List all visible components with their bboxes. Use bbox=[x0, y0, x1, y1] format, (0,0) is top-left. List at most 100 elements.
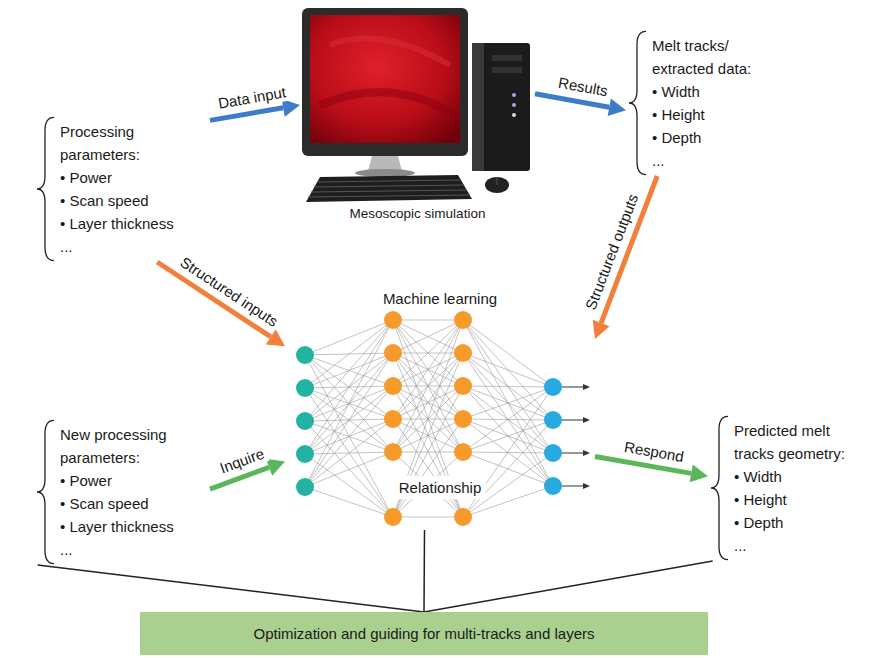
network-link bbox=[305, 320, 393, 421]
network-link bbox=[463, 353, 553, 420]
output-arrowhead bbox=[583, 417, 590, 423]
neuron bbox=[454, 377, 472, 395]
neuron bbox=[296, 346, 314, 364]
prediction-group: Predicted melt tracks geometry:• Width• … bbox=[708, 415, 864, 561]
neural-network bbox=[296, 311, 590, 526]
network-link bbox=[305, 421, 393, 517]
node-heading: Predicted melt tracks geometry: bbox=[734, 419, 864, 465]
network-link bbox=[393, 419, 463, 517]
connector-line bbox=[38, 565, 424, 612]
network-link bbox=[463, 420, 553, 452]
network-link bbox=[393, 320, 463, 321]
node-text: • Width bbox=[734, 465, 864, 488]
node-heading: New processing parameters: bbox=[60, 423, 210, 469]
network-link bbox=[463, 386, 553, 420]
connector-line bbox=[423, 530, 425, 612]
network-link bbox=[393, 320, 463, 419]
neuron bbox=[454, 344, 472, 362]
connector bbox=[535, 94, 626, 116]
output-arrow bbox=[562, 420, 585, 421]
brace-stroke bbox=[37, 117, 54, 260]
node-text: ... bbox=[734, 534, 864, 557]
network-link bbox=[463, 320, 553, 387]
connector bbox=[424, 561, 713, 612]
network-link bbox=[393, 320, 463, 353]
network-link bbox=[393, 320, 463, 419]
node-text: • Layer thickness bbox=[60, 515, 210, 538]
neuron bbox=[544, 444, 562, 462]
network-link bbox=[463, 386, 553, 387]
connector bbox=[38, 565, 424, 612]
node-text: • Width bbox=[652, 80, 782, 103]
network-link bbox=[463, 386, 553, 486]
neuron bbox=[384, 344, 402, 362]
network-link bbox=[305, 320, 393, 388]
output-arrowhead bbox=[583, 450, 590, 456]
arrowhead bbox=[266, 329, 285, 346]
network-link bbox=[305, 452, 393, 487]
simulation-computer: Mesoscopic simulation bbox=[300, 5, 535, 227]
neuron bbox=[384, 410, 402, 428]
network-link bbox=[305, 386, 393, 487]
network-link bbox=[305, 454, 393, 517]
neuron bbox=[296, 379, 314, 397]
neuron bbox=[544, 378, 562, 396]
network-link bbox=[305, 320, 393, 454]
node-text: • Height bbox=[734, 488, 864, 511]
network-link bbox=[393, 353, 463, 452]
network-link bbox=[393, 419, 463, 517]
curly-brace bbox=[710, 415, 730, 561]
network-link bbox=[463, 386, 553, 453]
output-arrow bbox=[562, 453, 585, 454]
node-text: • Layer thickness bbox=[60, 212, 210, 235]
neuron bbox=[384, 443, 402, 461]
neuron bbox=[454, 443, 472, 461]
node-text: • Depth bbox=[734, 511, 864, 534]
connector-line bbox=[424, 561, 713, 612]
network-link bbox=[305, 388, 393, 517]
brace-stroke bbox=[37, 420, 54, 563]
node-heading: Mesoscopic simulation bbox=[300, 202, 535, 225]
neuron bbox=[384, 377, 402, 395]
network-link bbox=[393, 353, 463, 452]
neuron bbox=[384, 311, 402, 329]
node-text: Relationship bbox=[395, 476, 486, 499]
network-link bbox=[393, 320, 463, 386]
brace-stroke bbox=[711, 416, 728, 559]
neuron bbox=[454, 508, 472, 526]
network-link bbox=[305, 419, 393, 487]
brace-stroke bbox=[629, 31, 646, 174]
result-group: Melt tracks/ extracted data:• Width• Hei… bbox=[626, 30, 782, 176]
network-link bbox=[305, 355, 393, 517]
network-link bbox=[463, 387, 553, 452]
node-text: • Depth bbox=[652, 126, 782, 149]
optimization-band: Optimization and guiding for multi-track… bbox=[140, 612, 708, 655]
neuron bbox=[296, 478, 314, 496]
output-arrow bbox=[562, 387, 585, 388]
node-text: ... bbox=[60, 538, 210, 561]
node-text: • Power bbox=[60, 469, 210, 492]
edge-label: Structured inputs bbox=[175, 251, 285, 332]
output-arrowhead bbox=[583, 384, 590, 390]
node-text: • Scan speed bbox=[60, 492, 210, 515]
computer-picture bbox=[302, 8, 530, 202]
neuron bbox=[544, 411, 562, 429]
network-link bbox=[393, 320, 463, 452]
neuron bbox=[296, 445, 314, 463]
node-text: • Power bbox=[60, 166, 210, 189]
arrowhead bbox=[593, 320, 610, 339]
node-heading: Optimization and guiding for multi-track… bbox=[244, 622, 605, 645]
node-text: • Height bbox=[652, 103, 782, 126]
network-link bbox=[393, 320, 463, 452]
network-link bbox=[463, 419, 553, 453]
neuron bbox=[454, 311, 472, 329]
parameter-group: New processing parameters:• Power• Scan … bbox=[34, 419, 210, 565]
network-link bbox=[393, 517, 463, 518]
network-link bbox=[305, 487, 393, 517]
edge-label: Inquire bbox=[215, 444, 270, 479]
curly-brace bbox=[628, 30, 648, 176]
network-link bbox=[463, 353, 553, 453]
network-link bbox=[305, 320, 393, 355]
